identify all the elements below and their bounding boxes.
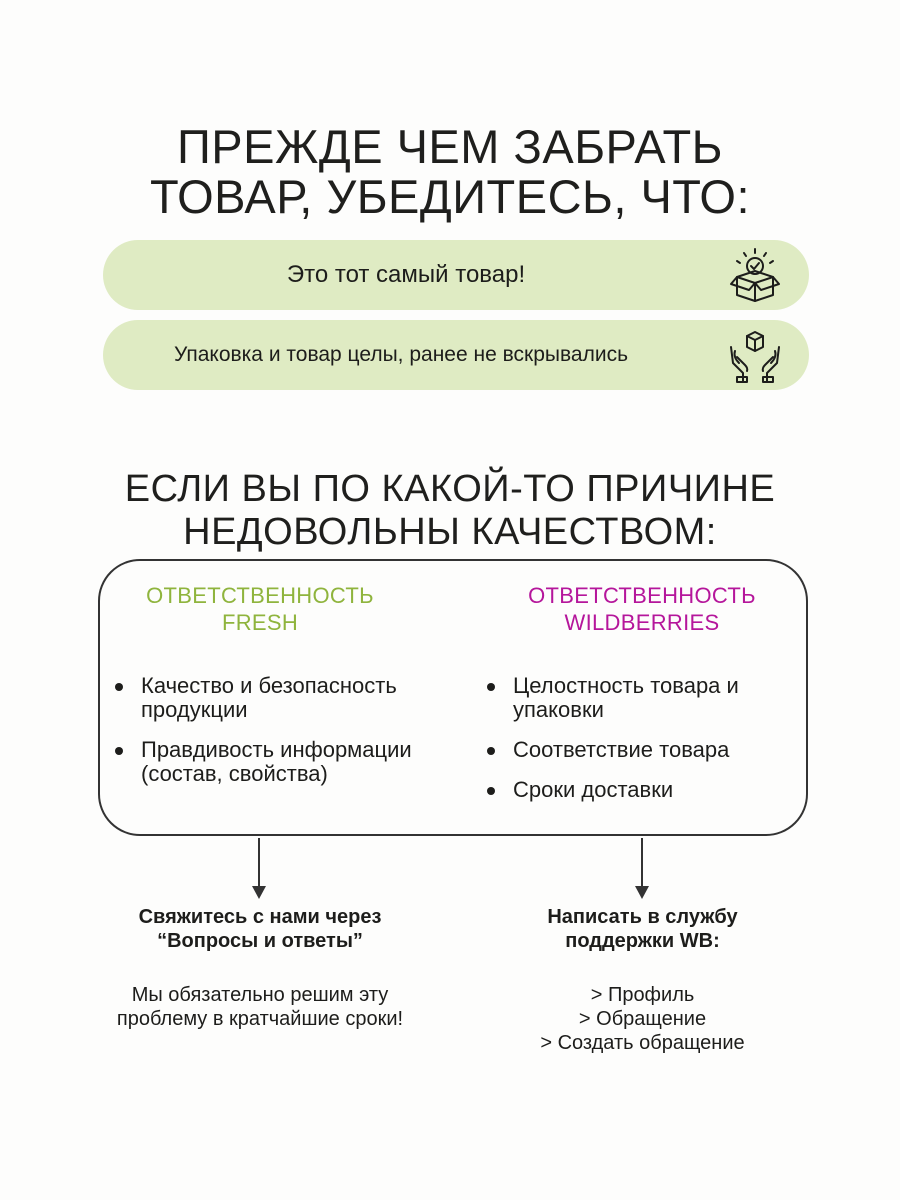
contact-fresh-heading-line1: Свяжитесь с нами через bbox=[138, 906, 382, 928]
support-step: > Создать обращение bbox=[540, 1032, 745, 1054]
contact-fresh-text-line1: Мы обязательно решим эту bbox=[131, 984, 389, 1006]
fresh-responsibility-title: ОТВЕТСТВЕННОСТЬ FRESH bbox=[110, 582, 410, 636]
arrow-down-icon bbox=[249, 838, 269, 900]
list-item: Соответствие товара bbox=[487, 738, 787, 762]
check-item-same-product: Это тот самый товар! bbox=[103, 240, 809, 310]
wb-title-line2: WILDBERRIES bbox=[564, 610, 720, 635]
list-item: Целостность товара и упаковки bbox=[487, 674, 787, 722]
responsibility-box bbox=[98, 559, 808, 836]
box-check-icon bbox=[727, 247, 783, 303]
contact-fresh-text-line2: проблему в кратчайшие сроки! bbox=[116, 1008, 404, 1030]
top-heading-line2: ТОВАР, УБЕДИТЕСЬ, ЧТО: bbox=[149, 170, 751, 223]
contact-wb-block: Написать в службу поддержки WB: > Профил… bbox=[450, 905, 835, 1055]
check-item-intact-package: Упаковка и товар целы, ранее не вскрывал… bbox=[103, 320, 809, 390]
fresh-title-line2: FRESH bbox=[221, 610, 299, 635]
wb-title-line1: ОТВЕТСТВЕННОСТЬ bbox=[528, 583, 756, 608]
list-item: Сроки доставки bbox=[487, 778, 787, 802]
mid-heading-line2: НЕДОВОЛЬНЫ КАЧЕСТВОМ: bbox=[183, 511, 717, 553]
contact-fresh-block: Свяжитесь с нами через “Вопросы и ответы… bbox=[70, 905, 450, 1031]
wb-responsibility-list: Целостность товара и упаковки Соответств… bbox=[487, 674, 787, 818]
wb-responsibility-title: ОТВЕТСТВЕННОСТЬ WILDBERRIES bbox=[492, 582, 792, 636]
list-item: Правдивость информации (состав, свойства… bbox=[115, 738, 465, 786]
support-step: > Обращение bbox=[578, 1008, 707, 1030]
top-heading-line1: ПРЕЖДЕ ЧЕМ ЗАБРАТЬ bbox=[176, 120, 723, 173]
check-item-text: Упаковка и товар целы, ранее не вскрывал… bbox=[173, 343, 629, 366]
mid-heading-line1: ЕСЛИ ВЫ ПО КАКОЙ-ТО ПРИЧИНЕ bbox=[124, 468, 776, 510]
mid-heading: ЕСЛИ ВЫ ПО КАКОЙ-ТО ПРИЧИНЕ НЕДОВОЛЬНЫ К… bbox=[0, 468, 900, 554]
list-item: Качество и безопасность продукции bbox=[115, 674, 465, 722]
top-heading: ПРЕЖДЕ ЧЕМ ЗАБРАТЬ ТОВАР, УБЕДИТЕСЬ, ЧТО… bbox=[0, 122, 900, 222]
contact-wb-heading-line2: поддержки WB: bbox=[565, 930, 720, 952]
check-item-text: Это тот самый товар! bbox=[286, 261, 526, 288]
fresh-title-line1: ОТВЕТСТВЕННОСТЬ bbox=[146, 583, 374, 608]
arrow-down-icon bbox=[632, 838, 652, 900]
contact-fresh-heading-line2: “Вопросы и ответы” bbox=[157, 930, 363, 952]
hands-box-icon bbox=[727, 327, 783, 383]
contact-wb-heading-line1: Написать в службу bbox=[547, 906, 738, 928]
fresh-responsibility-list: Качество и безопасность продукции Правди… bbox=[115, 674, 465, 802]
support-step: > Профиль bbox=[590, 984, 695, 1006]
